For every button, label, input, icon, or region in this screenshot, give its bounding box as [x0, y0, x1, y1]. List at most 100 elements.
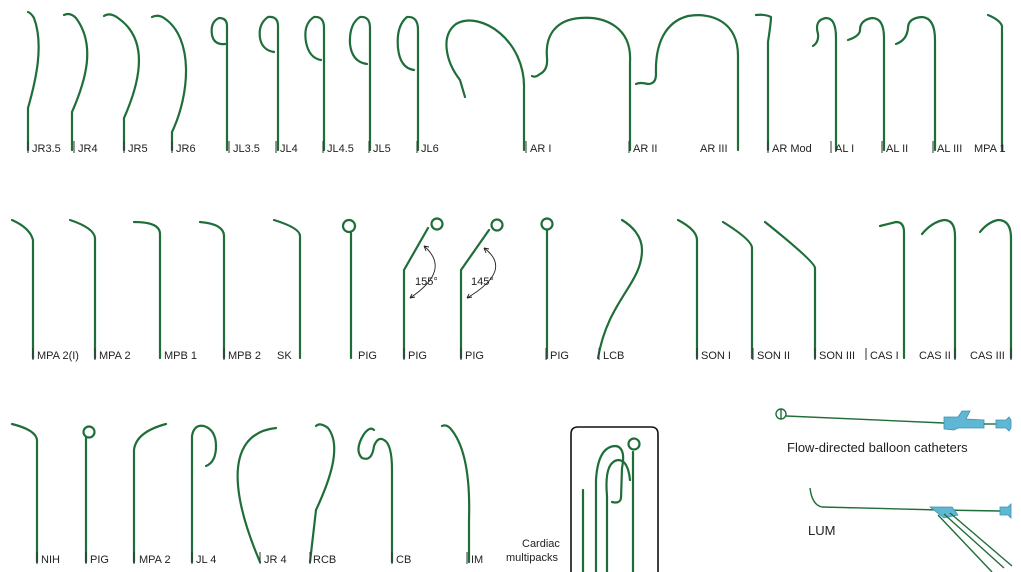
label-mpb-2: MPB 2: [228, 350, 261, 362]
multipack-catheter-2: [594, 444, 625, 572]
catheter-jl3-5: [210, 16, 229, 152]
label-al-i: AL I: [835, 143, 854, 155]
label-jl-4-row3: JL 4: [196, 554, 216, 566]
pigtail-loop-4: [540, 217, 554, 231]
catheter-jl-4-row3: [190, 424, 218, 564]
label-jl6: JL6: [421, 143, 439, 155]
label-jr3-5: JR3.5: [32, 143, 61, 155]
label-pig-1: PIG: [358, 350, 377, 362]
catheter-jr-4-row3: [236, 426, 278, 564]
label-multipacks: multipacks: [506, 552, 558, 564]
catheter-ar-mod: [754, 13, 773, 152]
catheter-cas-ii: [920, 218, 957, 360]
row-2-catheters: [10, 217, 1013, 360]
label-son-iii: SON III: [819, 350, 855, 362]
catheter-ar-iii: [634, 14, 740, 152]
catheter-mpa-2-row3: [132, 422, 168, 564]
catheter-mpa-1: [986, 13, 1004, 152]
balloon-shaft: [785, 415, 945, 424]
catheter-jl5: [348, 15, 372, 152]
catheter-cas-i: [878, 220, 906, 360]
label-flow-directed: Flow-directed balloon catheters: [787, 440, 968, 455]
angle-arc-145: [466, 247, 496, 299]
label-jl5: JL5: [373, 143, 391, 155]
label-al-iii: AL III: [937, 143, 962, 155]
catheter-im: [440, 424, 471, 564]
pigtail-loop-2: [430, 217, 444, 231]
angle-label-145: 145°: [471, 276, 494, 288]
label-jr5: JR5: [128, 143, 148, 155]
lum-branch-1: [943, 513, 1005, 569]
label-ar-i: AR I: [530, 143, 551, 155]
lum-connector-icon: [999, 503, 1012, 519]
row-1-labels: JR3.5 JR4 JR5 JR6 JL3.5 JL4 JL4.5 JL5 JL…: [27, 141, 1006, 155]
label-pig-row3: PIG: [90, 554, 109, 566]
label-son-ii: SON II: [757, 350, 790, 362]
label-cas-ii: CAS II: [919, 350, 951, 362]
label-cb: CB: [396, 554, 411, 566]
multipack-catheter-3: [605, 458, 632, 572]
catheter-jl4: [258, 15, 280, 152]
lum-hub-icon: [928, 506, 959, 519]
label-mpa-2-i: MPA 2(I): [37, 350, 79, 362]
lum-catheter: LUM: [808, 487, 1013, 572]
multipack-box: [570, 426, 659, 572]
label-jr-4-row3: JR 4: [264, 554, 287, 566]
catheter-al-ii: [846, 16, 886, 152]
label-jr4: JR4: [78, 143, 98, 155]
label-nih: NIH: [41, 554, 60, 566]
catheter-pig-145: [459, 228, 491, 360]
angle-annotations: 155° 145°: [409, 245, 496, 299]
row-2-labels: MPA 2(I) MPA 2 MPB 1 MPB 2 SK PIG PIG PI…: [32, 348, 1012, 362]
catheter-ar-i: [445, 19, 526, 152]
label-jl3-5: JL3.5: [233, 143, 260, 155]
lum-branch-2: [949, 512, 1013, 567]
label-al-ii: AL II: [886, 143, 908, 155]
pigtail-loop-1: [341, 218, 357, 234]
label-cas-i: CAS I: [870, 350, 899, 362]
label-pig-3: PIG: [465, 350, 484, 362]
pigtail-loop-6: [627, 437, 641, 451]
label-jr6: JR6: [176, 143, 196, 155]
lum-shaft: [809, 487, 1001, 512]
cardiac-multipacks: Cardiac multipacks: [506, 426, 659, 572]
balloon-connector-icon: [995, 416, 1012, 432]
balloon-hub-icon: [943, 410, 985, 431]
catheter-son-ii: [721, 220, 754, 360]
catheter-jl4-5: [304, 15, 326, 152]
catheter-jr6: [150, 14, 188, 152]
label-pig-4: PIG: [550, 350, 569, 362]
label-rcb: RCB: [313, 554, 336, 566]
pigtail-loop-5: [82, 425, 96, 439]
catheter-lcb: [596, 218, 644, 360]
label-sk: SK: [277, 350, 292, 362]
catheter-al-iii: [894, 15, 937, 152]
catheter-mpa-2-i: [10, 218, 35, 360]
label-cardiac: Cardiac: [522, 538, 560, 550]
catheter-pig-155: [402, 226, 430, 360]
label-son-i: SON I: [701, 350, 731, 362]
catheter-cb: [357, 427, 394, 564]
label-jl4: JL4: [280, 143, 298, 155]
catheter-son-i: [676, 218, 699, 360]
catheter-mpb-1: [132, 220, 162, 360]
catheter-nih: [10, 422, 39, 564]
label-mpa-2-row3: MPA 2: [139, 554, 171, 566]
catheter-cas-iii: [978, 218, 1013, 360]
angle-arc-155: [409, 245, 436, 299]
label-ar-iii: AR III: [700, 143, 728, 155]
catheter-jl6: [396, 15, 420, 152]
catheter-jr5: [102, 13, 141, 152]
label-lum: LUM: [808, 523, 835, 538]
catheter-son-iii: [763, 220, 817, 360]
label-mpa-2: MPA 2: [99, 350, 131, 362]
label-ar-ii: AR II: [633, 143, 657, 155]
angle-label-155: 155°: [415, 276, 438, 288]
label-mpb-1: MPB 1: [164, 350, 197, 362]
catheter-jr3-5: [26, 10, 40, 152]
catheter-sk: [272, 218, 302, 360]
label-jl4-5: JL4.5: [327, 143, 354, 155]
catheter-mpa-2: [68, 218, 97, 360]
label-ar-mod: AR Mod: [772, 143, 812, 155]
label-lcb: LCB: [603, 350, 624, 362]
